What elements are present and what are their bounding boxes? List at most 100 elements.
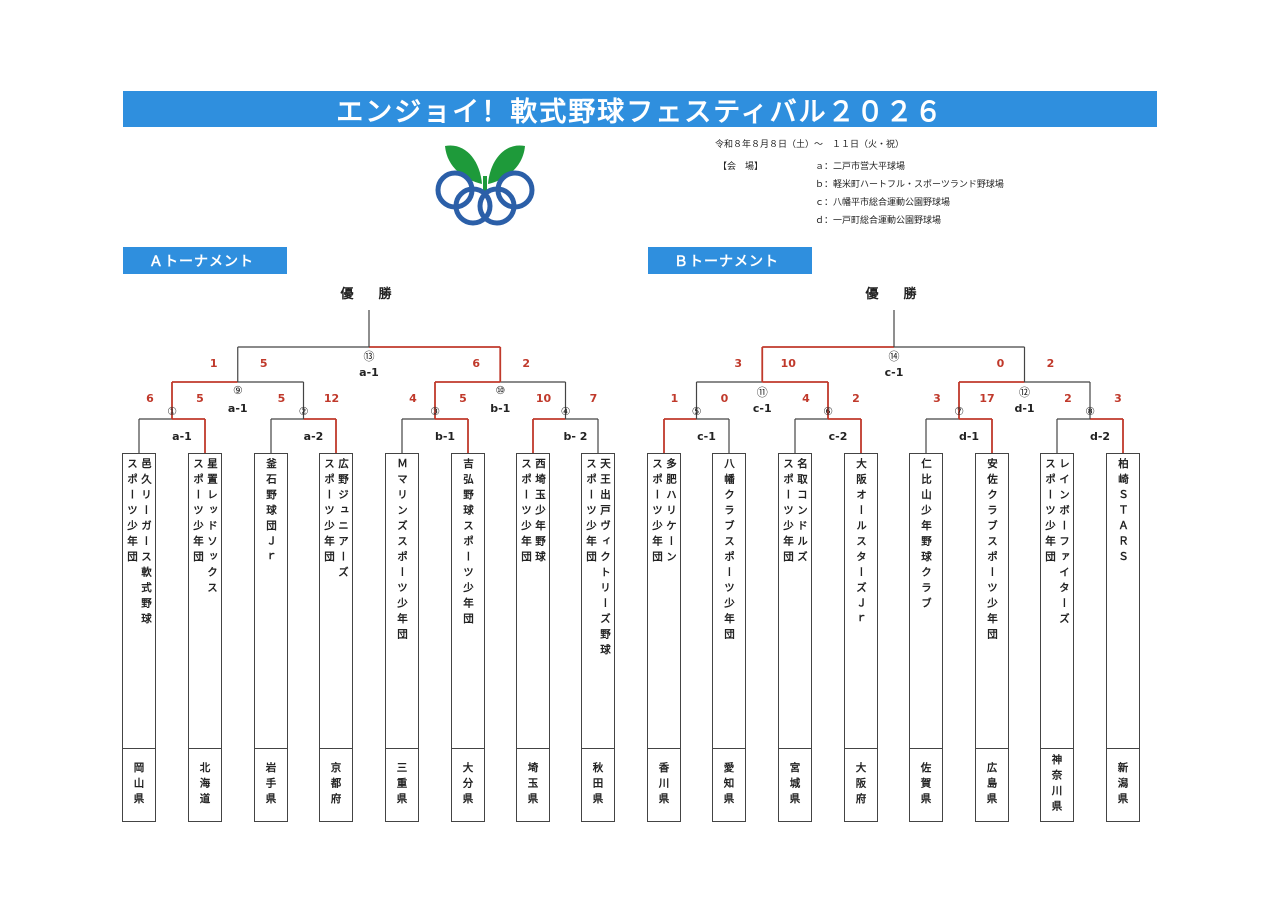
team-box: 多肥ハリケーンスポーツ少年団香川県 [647,453,681,822]
team-box: 仁比山少年野球クラブ佐賀県 [909,453,943,822]
venue-label: 【会 場】 [718,162,764,172]
team-name: 八幡クラブスポーツ少年団 [713,458,745,746]
team-prefecture-cell: 大阪府 [845,748,877,821]
team-prefecture: 広島県 [985,761,998,809]
match-number: ⑭ [888,350,900,363]
team-prefecture-cell: 京都府 [320,748,352,821]
team-name: 吉弘野球スポーツ少年団 [452,458,484,746]
team-name-line: 大阪オールスターズＪｒ [855,458,867,629]
team-name: 星置レッドソックススポーツ少年団 [189,458,221,746]
team-prefecture-cell: 香川県 [648,748,680,821]
score: 5 [259,357,268,370]
score: 5 [459,392,467,405]
team-box: Ｍマリンズスポーツ少年団三重県 [385,453,419,822]
event-title: エンジョイ！軟式野球フェスティバル２０２６ [123,91,1157,128]
team-box: 広野ジュニアーズスポーツ少年団京都府 [319,453,353,822]
event-dates: 令和８年８月８日（土）～ １１日（火・祝） [715,140,905,150]
match-venue-code: c-1 [752,402,772,415]
team-prefecture-cell: 秋田県 [582,748,614,821]
team-prefecture: 三重県 [395,761,408,809]
team-prefecture-cell: 愛知県 [713,748,745,821]
team-prefecture-cell: 神奈川県 [1041,748,1073,821]
match-number: ⑩ [495,384,506,397]
match-venue-code: c-2 [828,430,848,443]
team-box: 邑久リーガース軟式野球スポーツ少年団岡山県 [122,453,156,822]
match-venue-code: b- 2 [563,430,588,443]
team-prefecture: 大阪府 [854,761,867,809]
match-venue-code: d-2 [1089,430,1111,443]
match-number: ④ [560,405,571,418]
tournament-a-label: Ａトーナメント [123,247,287,274]
score: 3 [734,357,743,370]
tournament-b-label: Ｂトーナメント [648,247,812,274]
match-venue-code: c-1 [697,430,716,443]
team-prefecture: 岩手県 [264,761,277,809]
team-name: 釜石野球団Ｊｒ [255,458,287,746]
score: 10 [780,357,796,370]
score: 5 [196,392,204,405]
team-name: 名取コンドルズスポーツ少年団 [779,458,811,746]
score: 6 [472,357,481,370]
team-name-line: スポーツ少年団 [651,458,663,567]
match-venue-code: a-1 [227,402,248,415]
team-name: 西埼玉少年野球スポーツ少年団 [517,458,549,746]
team-prefecture-cell: 新潟県 [1107,748,1139,821]
match-number: ⑦ [954,405,964,418]
team-box: 星置レッドソックススポーツ少年団北海道 [188,453,222,822]
team-name: レインボーファイターズスポーツ少年団 [1041,458,1073,746]
team-name-line: 安佐クラブスポーツ少年団 [986,458,998,644]
score: 5 [277,392,286,405]
match-venue-code: c-1 [884,366,904,379]
team-name-line: 西埼玉少年野球 [534,458,546,567]
match-number: ⑥ [823,405,833,418]
team-prefecture-cell: 宮城県 [779,748,811,821]
match-venue-code: a-2 [303,430,324,443]
team-name-line: Ｍマリンズスポーツ少年団 [396,458,408,644]
venue-item: ｃ：八幡平市総合運動公園野球場 [815,198,951,208]
score: 2 [1064,392,1072,405]
team-prefecture: 新潟県 [1116,761,1129,809]
venue-item: ａ：二戸市営大平球場 [815,162,906,172]
team-name-line: スポーツ少年団 [323,458,335,567]
team-prefecture: 京都府 [329,761,342,809]
match-number: ⑪ [756,386,768,399]
team-box: レインボーファイターズスポーツ少年団神奈川県 [1040,453,1074,822]
team-box: 柏崎ＳＴＡＲＳ 新潟県 [1106,453,1140,822]
team-name-line: 邑久リーガース軟式野球 [140,458,152,629]
score: 2 [522,357,531,370]
team-name-line: 仁比山少年野球クラブ [920,458,932,613]
team-name: 柏崎ＳＴＡＲＳ [1107,458,1139,746]
team-name-line: 広野ジュニアーズ [337,458,349,582]
venue-item: ｄ：一戸町総合運動公園野球場 [815,216,942,226]
score: 2 [1046,357,1055,370]
score: 1 [670,392,679,405]
team-name-line: 天王出戸ヴィクトリーズ野球 [599,458,611,660]
team-name-line: 柏崎ＳＴＡＲＳ [1117,458,1129,567]
logo-icon [435,145,535,226]
team-name: 広野ジュニアーズスポーツ少年団 [320,458,352,746]
score: 6 [146,392,154,405]
team-name-line: スポーツ少年団 [782,458,794,567]
team-name: 仁比山少年野球クラブ [910,458,942,746]
team-name-line: 八幡クラブスポーツ少年団 [723,458,735,644]
team-prefecture-cell: 三重県 [386,748,418,821]
score: 7 [589,392,598,405]
team-name-line: スポーツ少年団 [192,458,204,567]
team-box: 名取コンドルズスポーツ少年団宮城県 [778,453,812,822]
team-name-line: スポーツ少年団 [585,458,597,567]
team-prefecture-cell: 埼玉県 [517,748,549,821]
team-prefecture: 北海道 [198,761,211,809]
score: 2 [852,392,860,405]
team-prefecture: 宮城県 [788,761,801,809]
match-number: ③ [430,405,440,418]
score: 1 [209,357,218,370]
team-name-line: スポーツ少年団 [126,458,138,567]
team-prefecture: 佐賀県 [919,761,932,809]
team-prefecture: 埼玉県 [526,761,539,809]
score: 17 [979,392,995,405]
team-box: 安佐クラブスポーツ少年団広島県 [975,453,1009,822]
team-box: 西埼玉少年野球スポーツ少年団埼玉県 [516,453,550,822]
team-prefecture-cell: 北海道 [189,748,221,821]
team-name-line: レインボーファイターズ [1058,458,1070,629]
team-name-line: 吉弘野球スポーツ少年団 [462,458,474,629]
